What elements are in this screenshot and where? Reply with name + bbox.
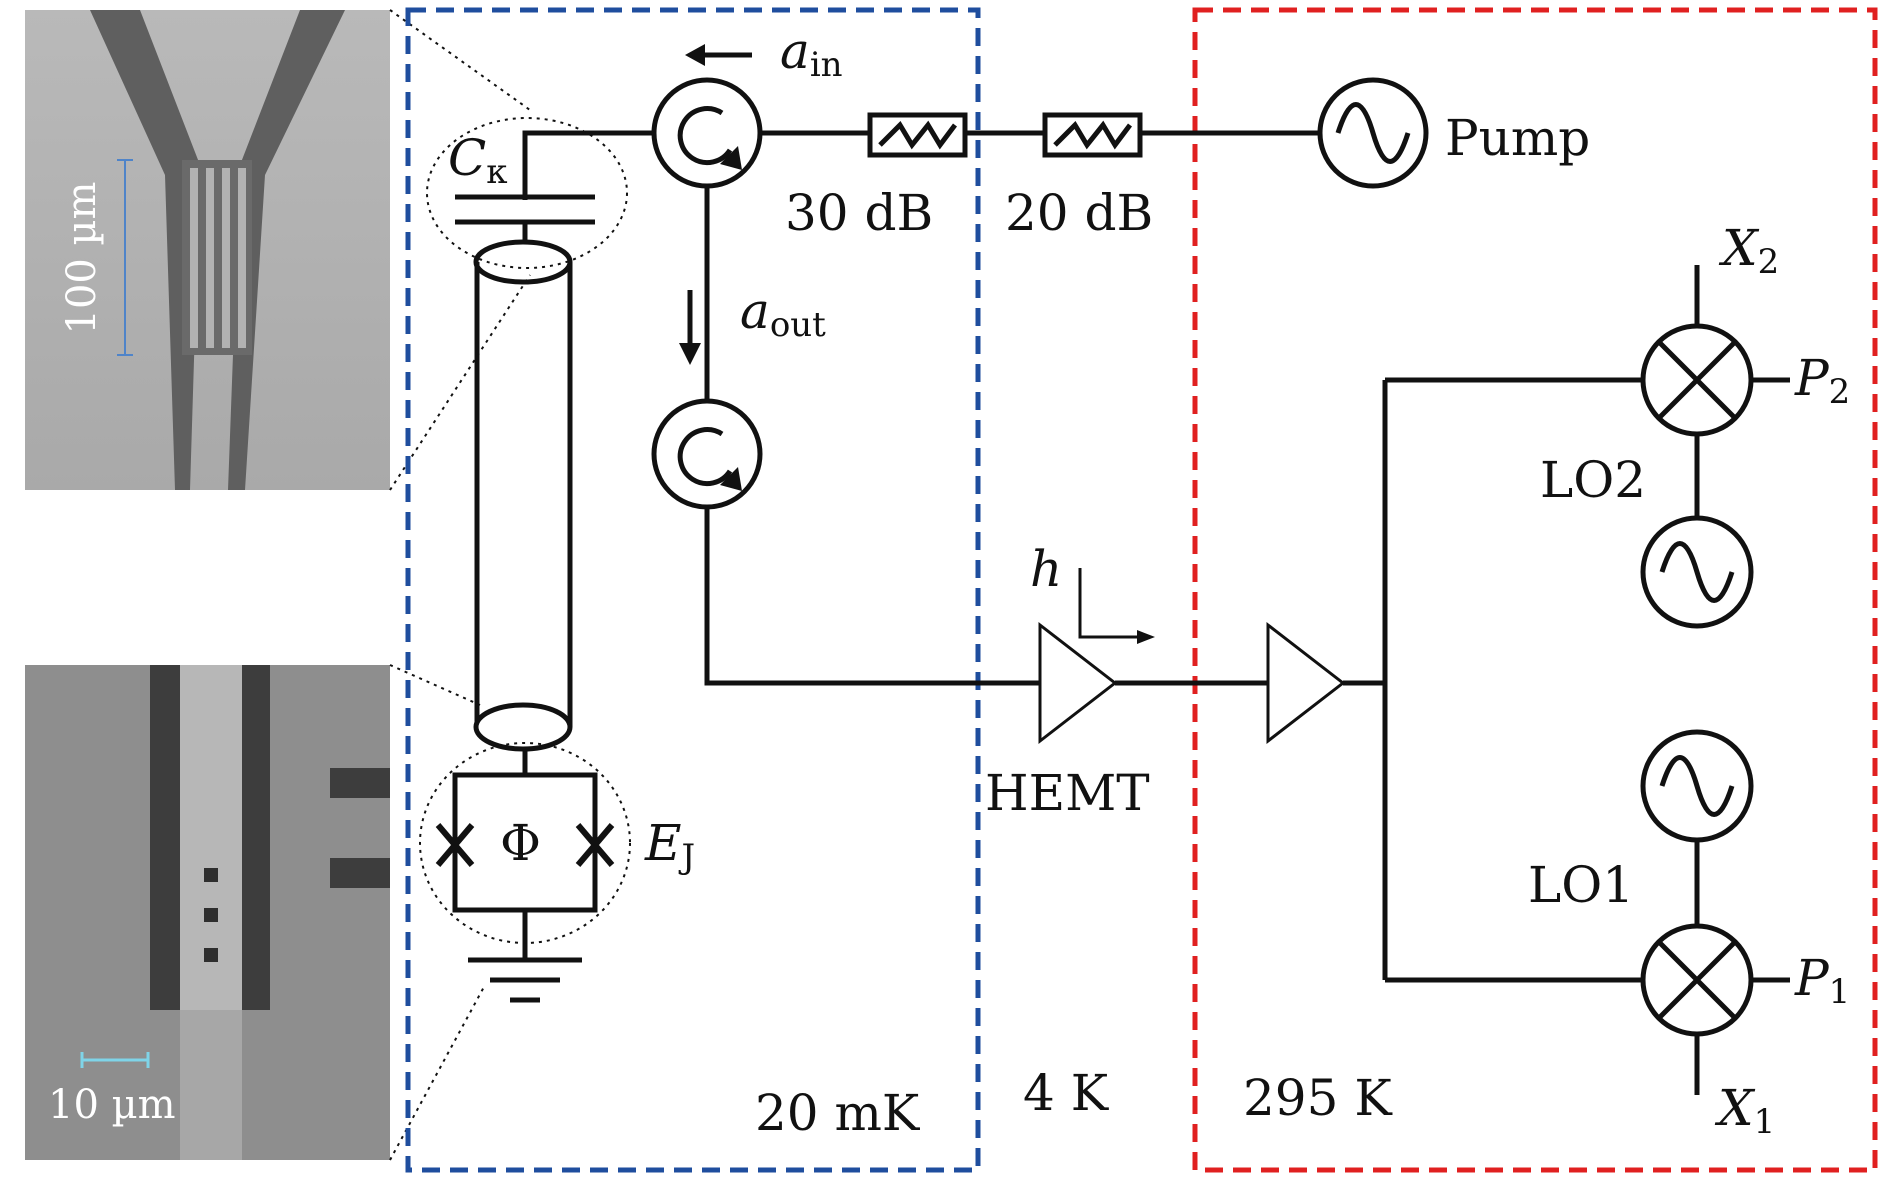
label-x2: X2 [1718,219,1779,282]
cold-stage-box [405,7,981,1173]
attenuator-30db-icon [867,112,968,158]
label-h: h [1030,540,1062,598]
mixer-1-icon [1640,923,1754,1037]
label-hemt: HEMT [985,764,1150,822]
label-lo2: LO2 [1540,451,1646,509]
transmission-line-resonator [473,239,573,752]
label-atten-20db: 20 dB [1005,184,1153,242]
micrograph-top: 100 µm [25,10,390,490]
h-axis-icon [1078,568,1155,644]
attenuator-20db-icon [1042,112,1143,158]
stage-label-room: 295 K [1243,1069,1393,1127]
hemt-amplifier-icon [1038,621,1118,745]
mixer-2-icon [1640,323,1754,437]
stage-label-cold: 20 mK [755,1084,921,1142]
label-phi: Φ [500,814,541,872]
room-amplifier-icon [1266,621,1346,745]
capacitor-zoom-circle [426,117,628,269]
a-in-arrow [685,44,752,66]
label-x1: X1 [1714,1079,1775,1142]
room-stage-box [1192,7,1878,1173]
squid-zoom-circle [419,742,631,944]
label-ej: EJ [644,814,695,877]
label-a-out: aout [740,282,826,345]
label-p2: P2 [1794,349,1850,412]
coupling-capacitor [455,194,595,240]
signal-wiring [452,130,1790,1095]
stage-label-mid: 4 K [1023,1064,1110,1122]
scale-label-bottom: 10 µm [48,1082,176,1128]
pump-source-icon [1317,77,1429,189]
circulator-2-icon [651,398,763,510]
label-pump: Pump [1445,109,1590,167]
ground-icon [468,957,582,1003]
label-p1: P1 [1794,949,1850,1012]
lo2-source-icon [1640,515,1754,629]
micrograph-bottom: 10 µm [25,665,390,1160]
label-c-kappa: Cκ [448,129,508,192]
label-a-in: ain [780,22,843,85]
josephson-junctions [435,823,615,867]
scale-label-top: 100 µm [59,182,105,335]
label-atten-30db: 30 dB [785,184,933,242]
label-lo1: LO1 [1528,856,1634,914]
a-out-arrow [679,290,701,365]
circulator-1-icon [651,77,763,189]
lo1-source-icon [1640,729,1754,843]
